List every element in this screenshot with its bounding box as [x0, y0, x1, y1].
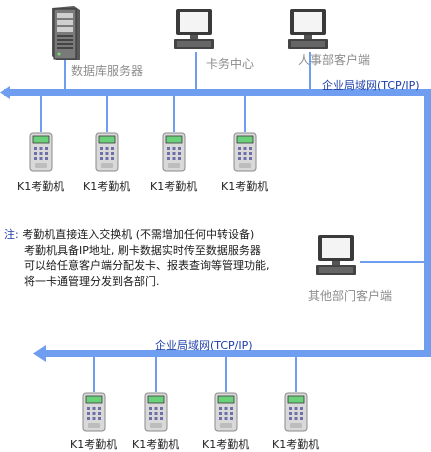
k1-terminal-icon [284, 392, 308, 436]
network-bottom-label: 企业局域网(TCP/IP) [155, 339, 253, 352]
arrow-left-bottom [33, 345, 46, 362]
k1-terminal-label: K1考勤机 [17, 180, 65, 193]
note-line: 将一卡通管理分发到各部门. [24, 274, 160, 288]
network-backbone-right [424, 89, 431, 357]
k1-terminal-icon [214, 392, 238, 436]
k1-terminal-icon [233, 132, 257, 176]
note-line: 可以给任意客户端分配发卡、报表查询等管理功能, [24, 259, 270, 272]
card-center-computer-icon [174, 9, 214, 49]
k1-terminal-icon [95, 132, 119, 176]
k1-terminal-icon [144, 392, 168, 436]
k1-terminal-label: K1考勤机 [132, 438, 180, 451]
k1-terminal-label: K1考勤机 [272, 438, 320, 451]
k1-terminal-label: K1考勤机 [221, 180, 269, 193]
network-backbone-bottom [46, 350, 431, 357]
k1-terminal-label: K1考勤机 [70, 438, 118, 451]
network-top-label: 企业局域网(TCP/IP) [322, 79, 420, 92]
k1-terminal-label: K1考勤机 [202, 438, 250, 451]
k1-terminal-icon [82, 392, 106, 436]
other-client-computer-icon [316, 235, 356, 275]
note-block: 注: 考勤机直接连入交换机 (不需增加任何中转设备) 考勤机具备IP地址, 刷卡… [4, 227, 270, 289]
network-backbone-top [4, 89, 431, 96]
note-prefix: 注: [4, 228, 19, 241]
server-label: 数据库服务器 [71, 64, 144, 78]
card-center-label: 卡务中心 [206, 57, 255, 71]
k1-terminal-icon [29, 132, 53, 176]
hr-client-label: 人事部客户端 [298, 53, 371, 67]
note-line: 考勤机直接连入交换机 (不需增加任何中转设备) [22, 228, 255, 241]
k1-terminal-icon [162, 132, 186, 176]
hr-client-computer-icon [288, 9, 328, 49]
arrow-left-top [0, 86, 10, 99]
other-client-label: 其他部门客户端 [308, 289, 393, 303]
k1-terminal-label: K1考勤机 [150, 180, 198, 193]
note-line: 考勤机具备IP地址, 刷卡数据实时传至数据服务器 [24, 243, 261, 257]
k1-terminal-label: K1考勤机 [83, 180, 131, 193]
database-server-icon [52, 6, 80, 60]
